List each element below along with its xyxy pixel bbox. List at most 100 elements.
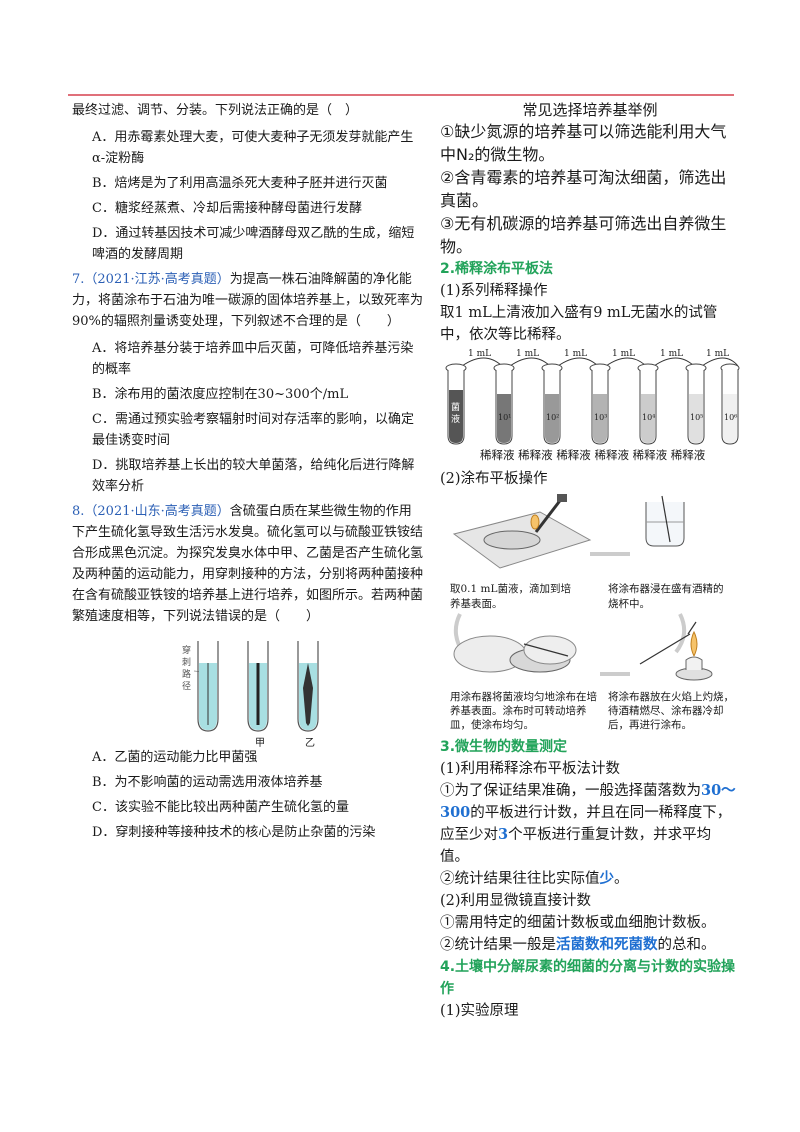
section-3-para3: ①需用特定的细菌计数板或血细胞计数板。 [440,915,716,931]
path-label-2: 刺 [182,657,191,668]
bottom-label-5: 稀释液 [632,448,668,462]
para4-text-b: 的总和。 [657,937,716,953]
step-2-caption: 将涂布器浸在盛有酒精的烧杯中。 [608,583,724,610]
stock-label-2: 液 [451,413,460,425]
q8-option-a: A．乙菌的运动能力比甲菌强 [92,750,258,765]
bottom-label-4: 稀释液 [594,448,629,462]
para1-text-b: 的平板进行计数，并且在同一稀释度下，应至少对 [440,805,732,843]
box-item-3: ③无有机碳源的培养基可筛选出自养微生物。 [440,214,727,256]
para2-text-b: 。 [614,871,629,887]
tube-control [197,641,219,732]
q7-stem: 为提高一株石油降解菌的净化能力，将菌涂布于石油为唯一碳源的固体培养基上，以致死率… [72,272,424,329]
transfer-label-1: 1 mL [468,349,491,359]
section-4-title: 4.土壤中分解尿素的细菌的分离与计数的实验操作 [440,959,736,997]
para1-highlight-range: 30～300 [440,782,736,821]
tube-yi [297,641,319,732]
q8-option-d: D．穿刺接种等接种技术的核心是防止杂菌的污染 [92,825,376,840]
section-3-sub1: (1)利用稀释涂布平板法计数 [440,761,621,777]
step-3-caption: 用涂布器将菌液均匀地涂布在培养基表面。涂布时可转动培养皿，使涂布均匀。 [450,691,597,731]
label-yi: 乙 [305,738,315,749]
tube-label-2: 10² [546,413,559,422]
para4-text-a: ②统计结果一般是 [440,937,556,953]
transfer-label-4: 1 mL [612,349,635,359]
right-column: 常见选择培养基举例 ①缺少氮源的培养基可以筛选能利用大气中N₂的微生物。 ②含青… [440,100,740,1022]
box-item-2: ②含青霉素的培养基可淘汰细菌，筛选出真菌。 [440,168,727,210]
q8-option-c: C．该实验不能比较出两种菌产生硫化氢的量 [92,800,349,815]
q7-option-a: A．将培养基分装于培养皿中后灭菌，可降低培养基污染的概率 [92,341,414,377]
tube-label-5: 10⁵ [690,413,703,422]
transfer-label-6: 1 mL [706,349,729,359]
header-divider [68,94,734,96]
section-3-title: 3.微生物的数量测定 [440,739,568,755]
tube-label-1: 10¹ [498,413,511,422]
tube-stock [445,363,467,445]
question-8: 8.（2021·山东·高考真题）含硫蛋白质在某些微生物的作用下产生硫化氢导致生活… [72,501,424,627]
flame-spreader-picture [639,621,713,681]
section-2-sub1: (1)系列稀释操作 [440,283,548,299]
path-label-4: 径 [182,680,191,692]
q8-stem: 含硫蛋白质在某些微生物的作用下产生硫化氢导致生活污水发臭。硫化氢可以与硫酸亚铁铵… [72,504,424,624]
bottom-label-6: 稀释液 [670,448,706,462]
beaker-alcohol-picture [645,495,685,547]
hands-spreading-picture [453,635,577,673]
q6-option-a: A．用赤霉素处理大麦，可使大麦种子无须发芽就能产生α-淀粉酶 [92,130,414,166]
transfer-label-2: 1 mL [516,349,539,359]
dilution-figure: 1 mL 1 mL 1 mL 1 mL 1 mL 1 mL [440,346,740,464]
q7-number: 7. [72,272,85,287]
path-label-1: 穿 [182,644,191,656]
section-2-sub2: (2)涂布平板操作 [440,471,548,487]
tube-jia [247,641,269,732]
label-jia: 甲 [255,738,265,749]
tube-10-2 [541,363,563,445]
bottom-label-1: 稀释液 [480,448,515,462]
pipette-drop-picture [452,494,592,569]
tube-10-3 [589,363,611,445]
tube-10-4 [637,363,659,445]
q7-source: （2021·江苏·高考真题） [84,272,230,287]
step-4-caption: 将涂布器放在火焰上灼烧，待酒精燃尽、涂布器冷却后，再进行涂布。 [608,691,734,731]
tube-10-5 [685,363,707,445]
section-2-title: 2.稀释涂布平板法 [440,261,554,277]
spread-plate-figure: 取0.1 mL菌液，滴加到培养基表面。 将涂布器浸在盛有酒精的烧杯中。 用涂布器… [440,494,740,736]
q8-number: 8. [72,504,85,519]
para2-text-a: ②统计结果往往比实际值 [440,871,600,887]
tube-label-6: 10⁶ [724,413,737,422]
transfer-label-3: 1 mL [564,349,587,359]
section-3-para2: ②统计结果往往比实际值少。 [440,868,740,890]
left-column: 最终过滤、调节、分装。下列说法正确的是（ ） A．用赤霉素处理大麦，可使大麦种子… [72,100,424,847]
arrow-down-right [674,613,687,654]
para4-highlight: 活菌数和死菌数 [556,936,658,953]
q6-intro: 最终过滤、调节、分装。下列说法正确的是（ ） [72,103,359,118]
bottom-label-2: 稀释液 [518,448,553,462]
q8-source: （2021·山东·高考真题） [84,504,230,519]
step-1-caption: 取0.1 mL菌液，滴加到培养基表面。 [450,583,571,610]
tube-10-6 [720,363,740,445]
para2-highlight: 少 [599,870,615,887]
para1-highlight-count: 3 [498,826,509,843]
bottom-label-3: 稀释液 [556,448,591,462]
q7-option-b: B．涂布用的菌浓度应控制在30~300个/mL [92,387,349,402]
section-3-sub2: (2)利用显微镜直接计数 [440,893,592,909]
tube-label-4: 10⁴ [642,413,655,422]
tube-10-1 [493,363,515,445]
para1-text-c: 个平板进行重复计数，并求平均值。 [440,827,712,865]
q8-option-b: B．为不影响菌的运动需选用液体培养基 [92,775,323,790]
section-3-para1: ①为了保证结果准确，一般选择菌落数为30～300的平板进行计数，并且在同一稀释度… [440,780,740,868]
q6-option-b: B．焙烤是为了利用高温杀死大麦种子胚并进行灭菌 [92,176,388,191]
question-7: 7.（2021·江苏·高考真题）为提高一株石油降解菌的净化能力，将菌涂布于石油为… [72,269,424,332]
section-2-text1: 取1 mL上清液加入盛有9 mL无菌水的试管中，依次等比稀释。 [440,305,718,343]
box-item-1: ①缺少氮源的培养基可以筛选能利用大气中N₂的微生物。 [440,122,727,164]
transfer-label-5: 1 mL [660,349,683,359]
para1-text-a: ①为了保证结果准确，一般选择菌落数为 [440,783,701,799]
section-3-para4: ②统计结果一般是活菌数和死菌数的总和。 [440,934,740,956]
path-label-3: 路 [182,668,191,680]
dilution-bottom-labels: 稀释液 稀释液 稀释液 稀释液 稀释液 稀释液 [480,448,740,462]
q7-option-d: D．挑取培养基上长出的较大单菌落，给纯化后进行降解效率分析 [92,458,415,494]
stock-label-1: 菌 [451,401,460,413]
q7-option-c: C．需通过预实验考察辐射时间对存活率的影响，以确定最佳诱变时间 [92,412,414,448]
q6-option-d: D．通过转基因技术可减少啤酒酵母双乙酰的生成，缩短啤酒的发酵周期 [92,226,415,262]
box-title: 常见选择培养基举例 [522,101,658,119]
tube-label-3: 10³ [594,413,607,422]
section-4-sub1: (1)实验原理 [440,1003,519,1019]
stab-culture-figure: 穿 刺 路 径 甲 乙 [72,633,424,749]
